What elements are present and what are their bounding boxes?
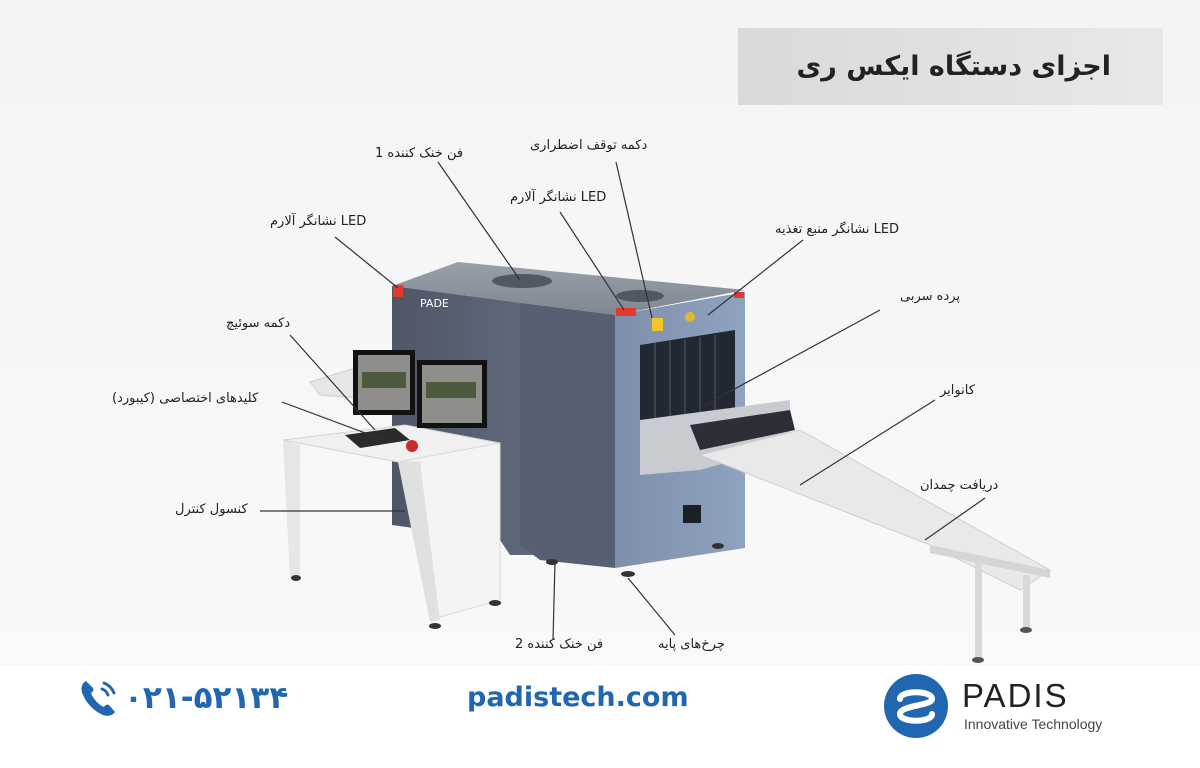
power-led xyxy=(734,292,744,298)
logo-tagline: Innovative Technology xyxy=(964,716,1103,732)
padis-logo-icon xyxy=(884,674,948,738)
label-alarm-led-left: LED نشانگر آلارم xyxy=(270,214,367,229)
leader-lines xyxy=(260,161,986,641)
machine-pillar xyxy=(520,303,615,568)
emergency-stop-button xyxy=(685,312,695,322)
label-console: کنسول کنترل xyxy=(175,502,248,517)
alarm-led-center xyxy=(616,308,636,316)
label-keyboard: کلیدهای اختصاصی (کیبورد) xyxy=(112,391,259,406)
label-power-led: LED نشانگر منبع تغذیه xyxy=(775,222,900,237)
phone-icon xyxy=(81,681,116,716)
side-vent xyxy=(683,505,701,523)
tray-leg-2 xyxy=(1023,575,1030,630)
conveyor-tray-end xyxy=(930,545,1050,578)
alarm-led-left xyxy=(393,285,403,297)
website-link[interactable]: padistech.com xyxy=(467,682,689,713)
footer xyxy=(0,665,1200,768)
conveyor-tray xyxy=(698,429,1051,591)
console-left-leg xyxy=(283,440,300,578)
emergency-stop-sticker xyxy=(652,318,663,331)
title-banner: اجزای دستگاه ایکس ری xyxy=(738,28,1163,105)
switch-key-knob xyxy=(406,440,418,452)
label-lead-curtain: پرده سربی xyxy=(900,289,961,304)
fan-grill-1 xyxy=(492,274,552,288)
label-fan-2: فن خنک کننده 2 xyxy=(515,637,604,652)
xray-machine-illustration: PADE xyxy=(260,161,1051,663)
phone-number[interactable]: ۰۲۱-۵۲۱۳۴ xyxy=(124,680,289,716)
fan-grill-2 xyxy=(616,290,664,302)
label-alarm-led-center: LED نشانگر آلارم xyxy=(510,190,607,205)
label-fan-1: فن خنک کننده 1 xyxy=(375,146,464,161)
label-emergency-stop: دکمه توقف اضطراری xyxy=(530,138,648,153)
logo-name: PADIS xyxy=(962,677,1069,714)
output-belt xyxy=(690,410,795,450)
brand-plate: PADE xyxy=(420,297,449,310)
page-title: اجزای دستگاه ایکس ری xyxy=(796,51,1111,82)
console-front-leg xyxy=(398,462,440,622)
label-baggage-receive: دریافت چمدان xyxy=(920,478,999,493)
label-wheels: چرخ‌های پایه xyxy=(658,637,725,652)
tray-leg-1 xyxy=(975,560,982,660)
label-conveyor: کانوایر xyxy=(940,383,975,398)
label-switch-key: دکمه سوئیچ xyxy=(226,316,291,331)
machine-top xyxy=(392,262,745,315)
